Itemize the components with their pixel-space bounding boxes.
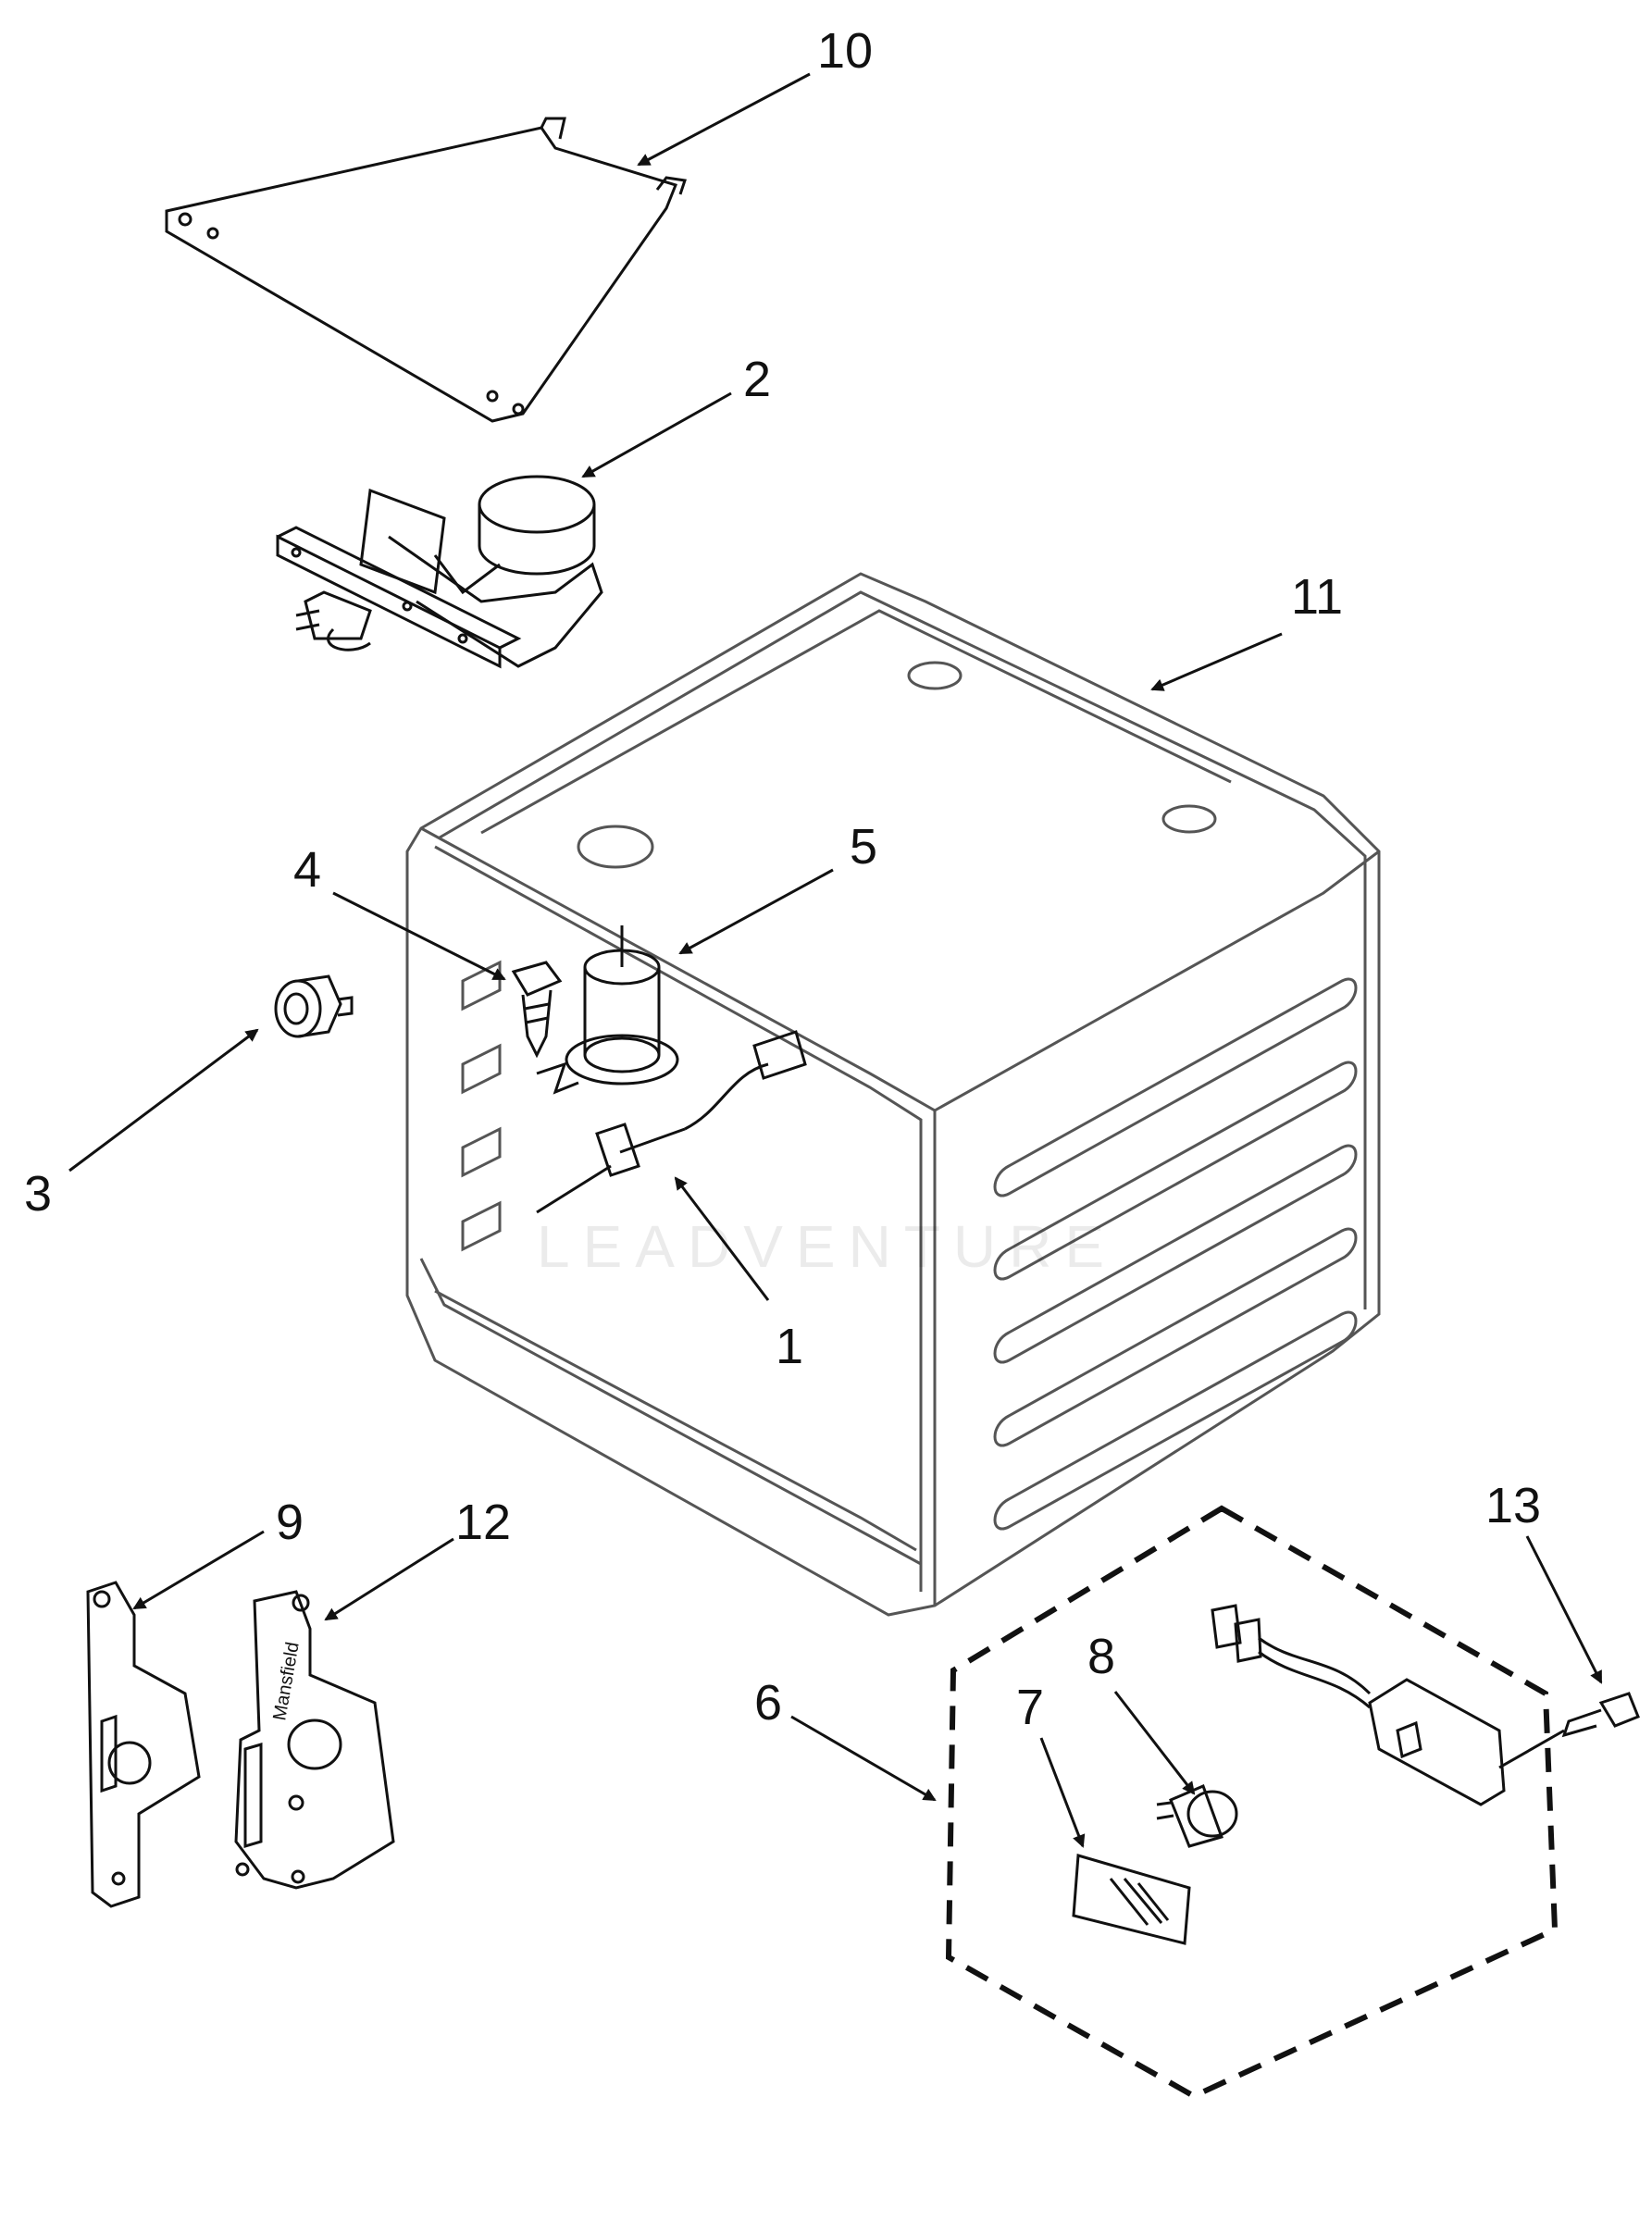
part-2-latch-assembly (276, 475, 603, 669)
part-9-hinge-bracket (86, 1581, 201, 1908)
leader-13 (1525, 1535, 1603, 1684)
part-7-lens (1072, 1854, 1191, 1945)
watermark-text: LEADVENTURE (537, 1213, 1117, 1280)
part-10-cover-plate (165, 117, 687, 423)
leader-11 (1150, 632, 1283, 691)
part-4-screw (511, 961, 579, 1095)
part-12-hinge-bracket: Mansfield (234, 1590, 395, 1890)
part-3-knob (274, 974, 354, 1038)
callout-2: 2 (743, 352, 772, 407)
leader-10 (637, 72, 811, 167)
callout-10: 10 (817, 23, 874, 79)
bracket-brand-text: Mansfield (269, 1641, 304, 1722)
callout-11: 11 (1291, 569, 1344, 625)
part-8-bulb (1156, 1783, 1238, 1848)
callout-7: 7 (1016, 1680, 1045, 1735)
leader-4 (332, 891, 506, 981)
callout-8: 8 (1087, 1629, 1116, 1684)
leader-6 (790, 1715, 937, 1802)
callout-1: 1 (776, 1319, 804, 1374)
leader-8 (1113, 1691, 1196, 1795)
leader-2 (581, 391, 732, 478)
leader-1 (674, 1176, 770, 1301)
leader-7 (1039, 1737, 1086, 1848)
leader-12 (324, 1537, 454, 1621)
leader-13-to-socket (1498, 1729, 1565, 1769)
part-6-kit-outline (945, 1505, 1559, 2100)
leader-5 (678, 868, 834, 955)
part-11-oven-cavity (405, 572, 1381, 1617)
leader-arrows (68, 72, 1603, 1848)
callout-4: 4 (293, 842, 322, 898)
callout-6: 6 (754, 1675, 783, 1731)
part-13-screw (1561, 1692, 1640, 1738)
callout-12: 12 (455, 1495, 512, 1550)
leader-9 (132, 1530, 265, 1610)
light-socket-assembly (1211, 1604, 1506, 1806)
part-5-cylinder (565, 925, 679, 1086)
part-1-sensor-probe (536, 1030, 807, 1214)
callout-13: 13 (1485, 1478, 1542, 1533)
callout-5: 5 (850, 819, 878, 875)
leader-3 (68, 1028, 259, 1173)
callout-9: 9 (276, 1495, 304, 1550)
callout-3: 3 (24, 1166, 53, 1222)
